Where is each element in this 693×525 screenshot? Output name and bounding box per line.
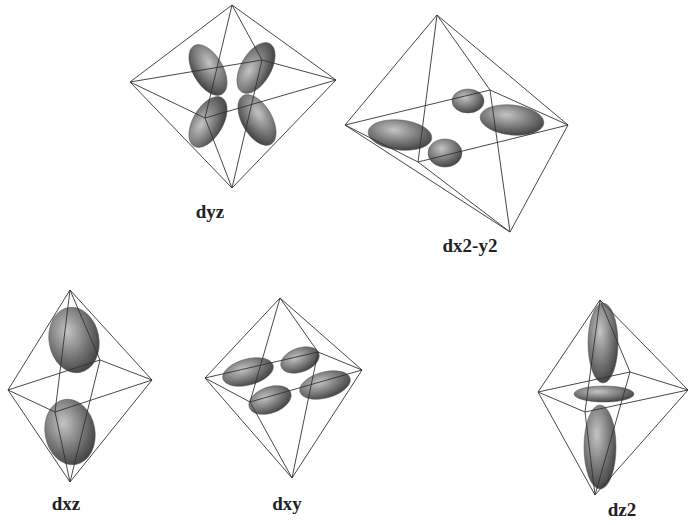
orbital-lobe [428,139,462,167]
octahedron-frame [8,290,152,482]
octahedron-frame [205,298,362,478]
octahedron-frame [345,15,568,232]
orbital-label: dz2 [608,500,637,519]
orbital-lobe [181,38,235,101]
orbital-lobe [40,395,101,469]
orbital-lobe [220,353,277,392]
orbital-label: dx2-y2 [443,236,498,255]
orbital-label: dxz [52,494,81,513]
orbital-lobe [245,380,295,419]
orbital-lobe [588,303,618,383]
octahedron-frame [130,5,336,188]
dz2-orbital [538,300,688,495]
orbital-label: dxy [272,494,302,513]
dxy-orbital [205,298,362,478]
orbital-label: dyz [196,202,225,221]
orbital-lobe [297,366,354,405]
orbital-lobe [229,36,283,99]
dx2-y2-orbital [345,15,568,232]
dyz-orbital [130,5,336,188]
orbital-lobe [44,303,105,377]
orbital-lobe [181,90,235,153]
octahedron-frame [538,300,688,495]
dxz-orbital [8,290,152,482]
